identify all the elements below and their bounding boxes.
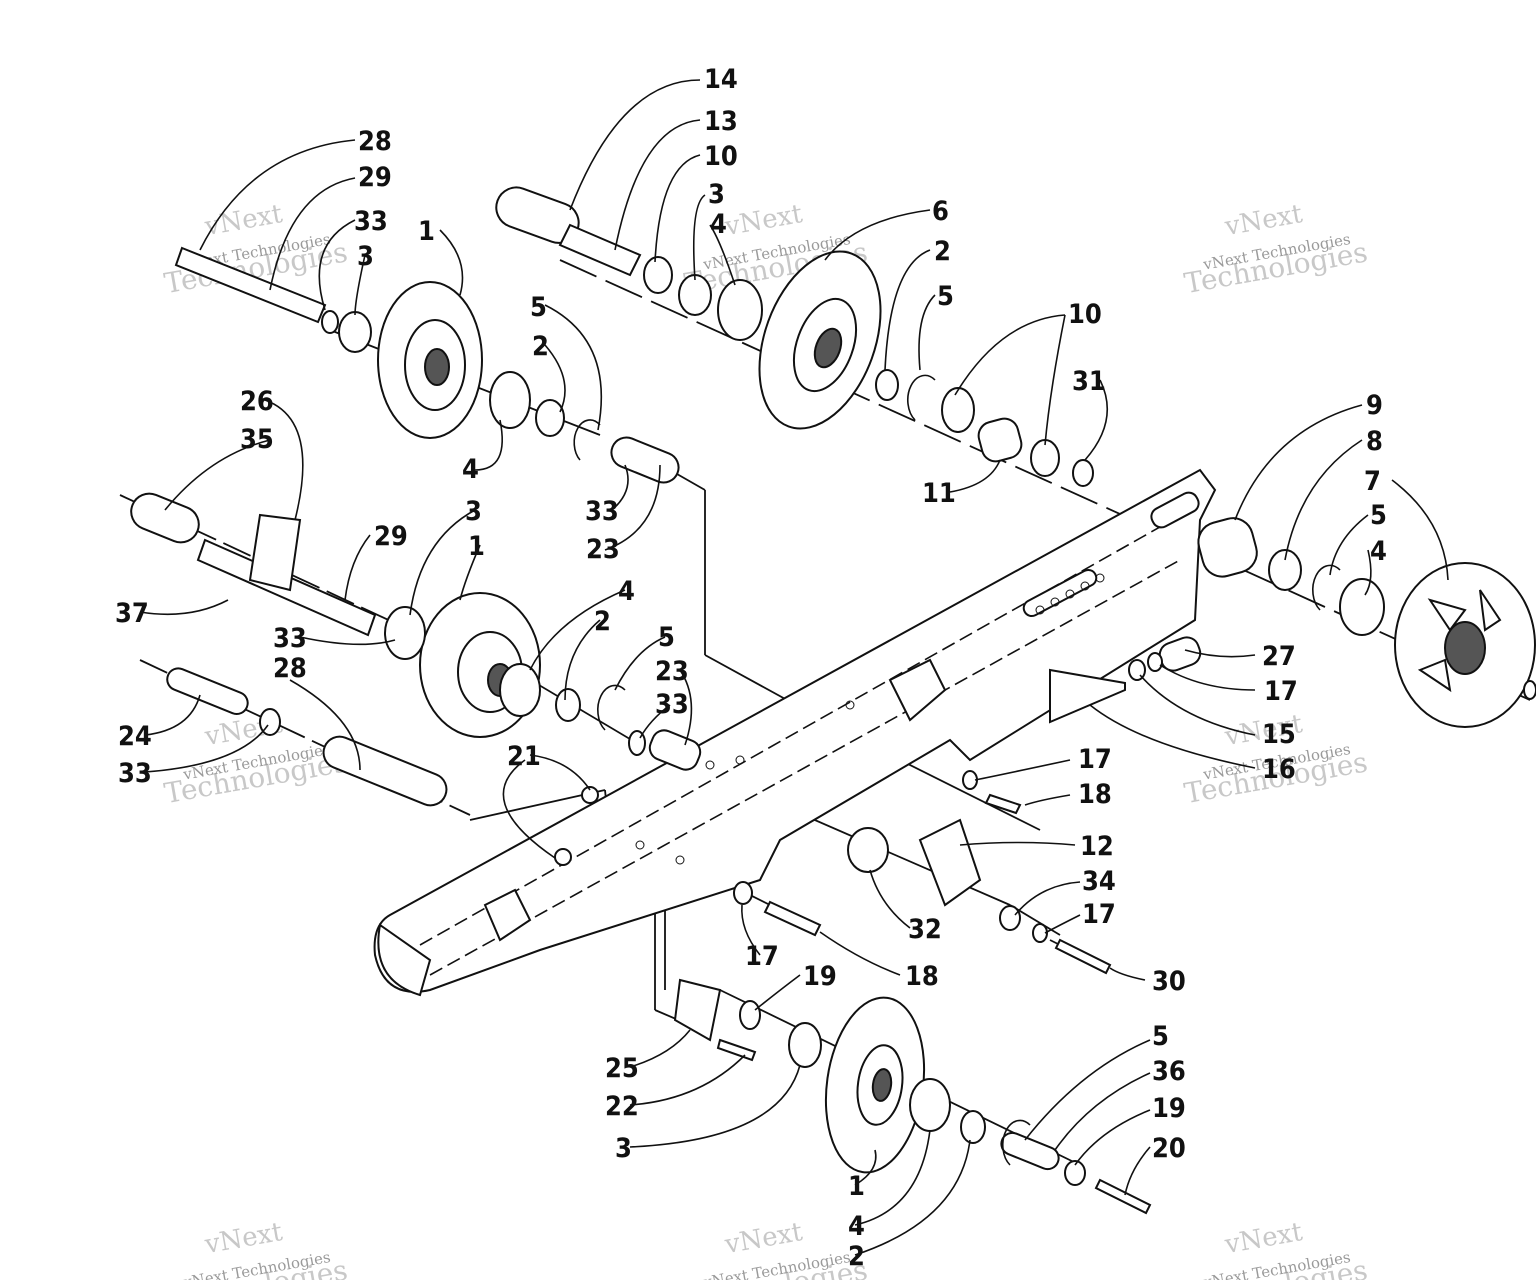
callout-1: 1 <box>418 216 435 247</box>
callout-17: 17 <box>1082 899 1116 930</box>
callout-5: 5 <box>530 292 547 323</box>
callout-11: 11 <box>922 478 956 509</box>
watermark-brand: vNext <box>722 199 805 242</box>
callout-5: 5 <box>1152 1021 1169 1052</box>
callout-15: 15 <box>1262 719 1296 750</box>
callout-14: 14 <box>704 64 738 95</box>
callout-30: 30 <box>1152 966 1186 997</box>
callout-23: 23 <box>586 534 620 565</box>
callout-18: 18 <box>1078 779 1112 810</box>
callout-34: 34 <box>1082 866 1116 897</box>
callout-29: 29 <box>358 162 392 193</box>
callout-5: 5 <box>658 622 675 653</box>
callout-4: 4 <box>1370 536 1387 567</box>
callout-2: 2 <box>934 236 951 267</box>
suspension-rail <box>373 468 1217 997</box>
callout-7: 7 <box>1364 466 1381 497</box>
callout-33: 33 <box>273 623 307 654</box>
callout-17: 17 <box>745 941 779 972</box>
callout-2: 2 <box>594 606 611 637</box>
callout-1: 1 <box>848 1171 865 1202</box>
callout-29: 29 <box>374 521 408 552</box>
callout-27: 27 <box>1262 641 1296 672</box>
idler-wheel-upper-center <box>758 250 882 430</box>
callout-33: 33 <box>118 758 152 789</box>
callout-leaders <box>139 79 1449 1256</box>
callout-33: 33 <box>585 496 619 527</box>
callout-22: 22 <box>605 1091 639 1122</box>
callout-8: 8 <box>1366 426 1383 457</box>
callout-3: 3 <box>615 1133 632 1164</box>
callout-5: 5 <box>1370 500 1387 531</box>
callout-13: 13 <box>704 106 738 137</box>
callout-18: 18 <box>905 961 939 992</box>
callout-9: 9 <box>1366 390 1383 421</box>
callout-25: 25 <box>605 1053 639 1084</box>
callout-35: 35 <box>240 424 274 455</box>
callout-24: 24 <box>118 721 152 752</box>
callout-17: 17 <box>1264 676 1298 707</box>
callout-32: 32 <box>908 914 942 945</box>
callout-12: 12 <box>1080 831 1114 862</box>
callout-6: 6 <box>932 196 949 227</box>
callout-17: 17 <box>1078 744 1112 775</box>
callout-28: 28 <box>358 126 392 157</box>
callout-10: 10 <box>1068 299 1102 330</box>
callout-26: 26 <box>240 386 274 417</box>
callout-3: 3 <box>357 241 374 272</box>
callout-5: 5 <box>937 281 954 312</box>
small-parts <box>259 256 1536 1215</box>
idler-wheel-rear-right <box>1394 562 1536 728</box>
callout-33: 33 <box>655 689 689 720</box>
watermark-brand: vNext <box>202 1217 285 1260</box>
callout-2: 2 <box>532 331 549 362</box>
watermark-brand: vNext <box>1222 1217 1305 1260</box>
callout-3: 3 <box>465 496 482 527</box>
callout-37: 37 <box>115 598 149 629</box>
watermark-brand: vNext <box>1222 199 1305 242</box>
callout-21: 21 <box>507 741 541 772</box>
callout-19: 19 <box>803 961 837 992</box>
idler-wheel-upper-left <box>377 281 483 439</box>
callout-28: 28 <box>273 653 307 684</box>
callout-20: 20 <box>1152 1133 1186 1164</box>
callout-36: 36 <box>1152 1056 1186 1087</box>
callout-3: 3 <box>708 179 725 210</box>
callout-4: 4 <box>462 454 479 485</box>
idler-wheel-lower <box>824 996 926 1174</box>
callout-1: 1 <box>468 531 485 562</box>
callout-4: 4 <box>618 576 635 607</box>
watermark-brand: vNext <box>722 1217 805 1260</box>
callout-33: 33 <box>354 206 388 237</box>
callout-4: 4 <box>710 209 727 240</box>
callout-4: 4 <box>848 1211 865 1242</box>
callout-16: 16 <box>1262 754 1296 785</box>
callout-10: 10 <box>704 141 738 172</box>
callout-19: 19 <box>1152 1093 1186 1124</box>
callout-31: 31 <box>1072 366 1106 397</box>
callout-23: 23 <box>655 656 689 687</box>
watermark-brand: vNext <box>202 199 285 242</box>
callout-2: 2 <box>848 1241 865 1272</box>
